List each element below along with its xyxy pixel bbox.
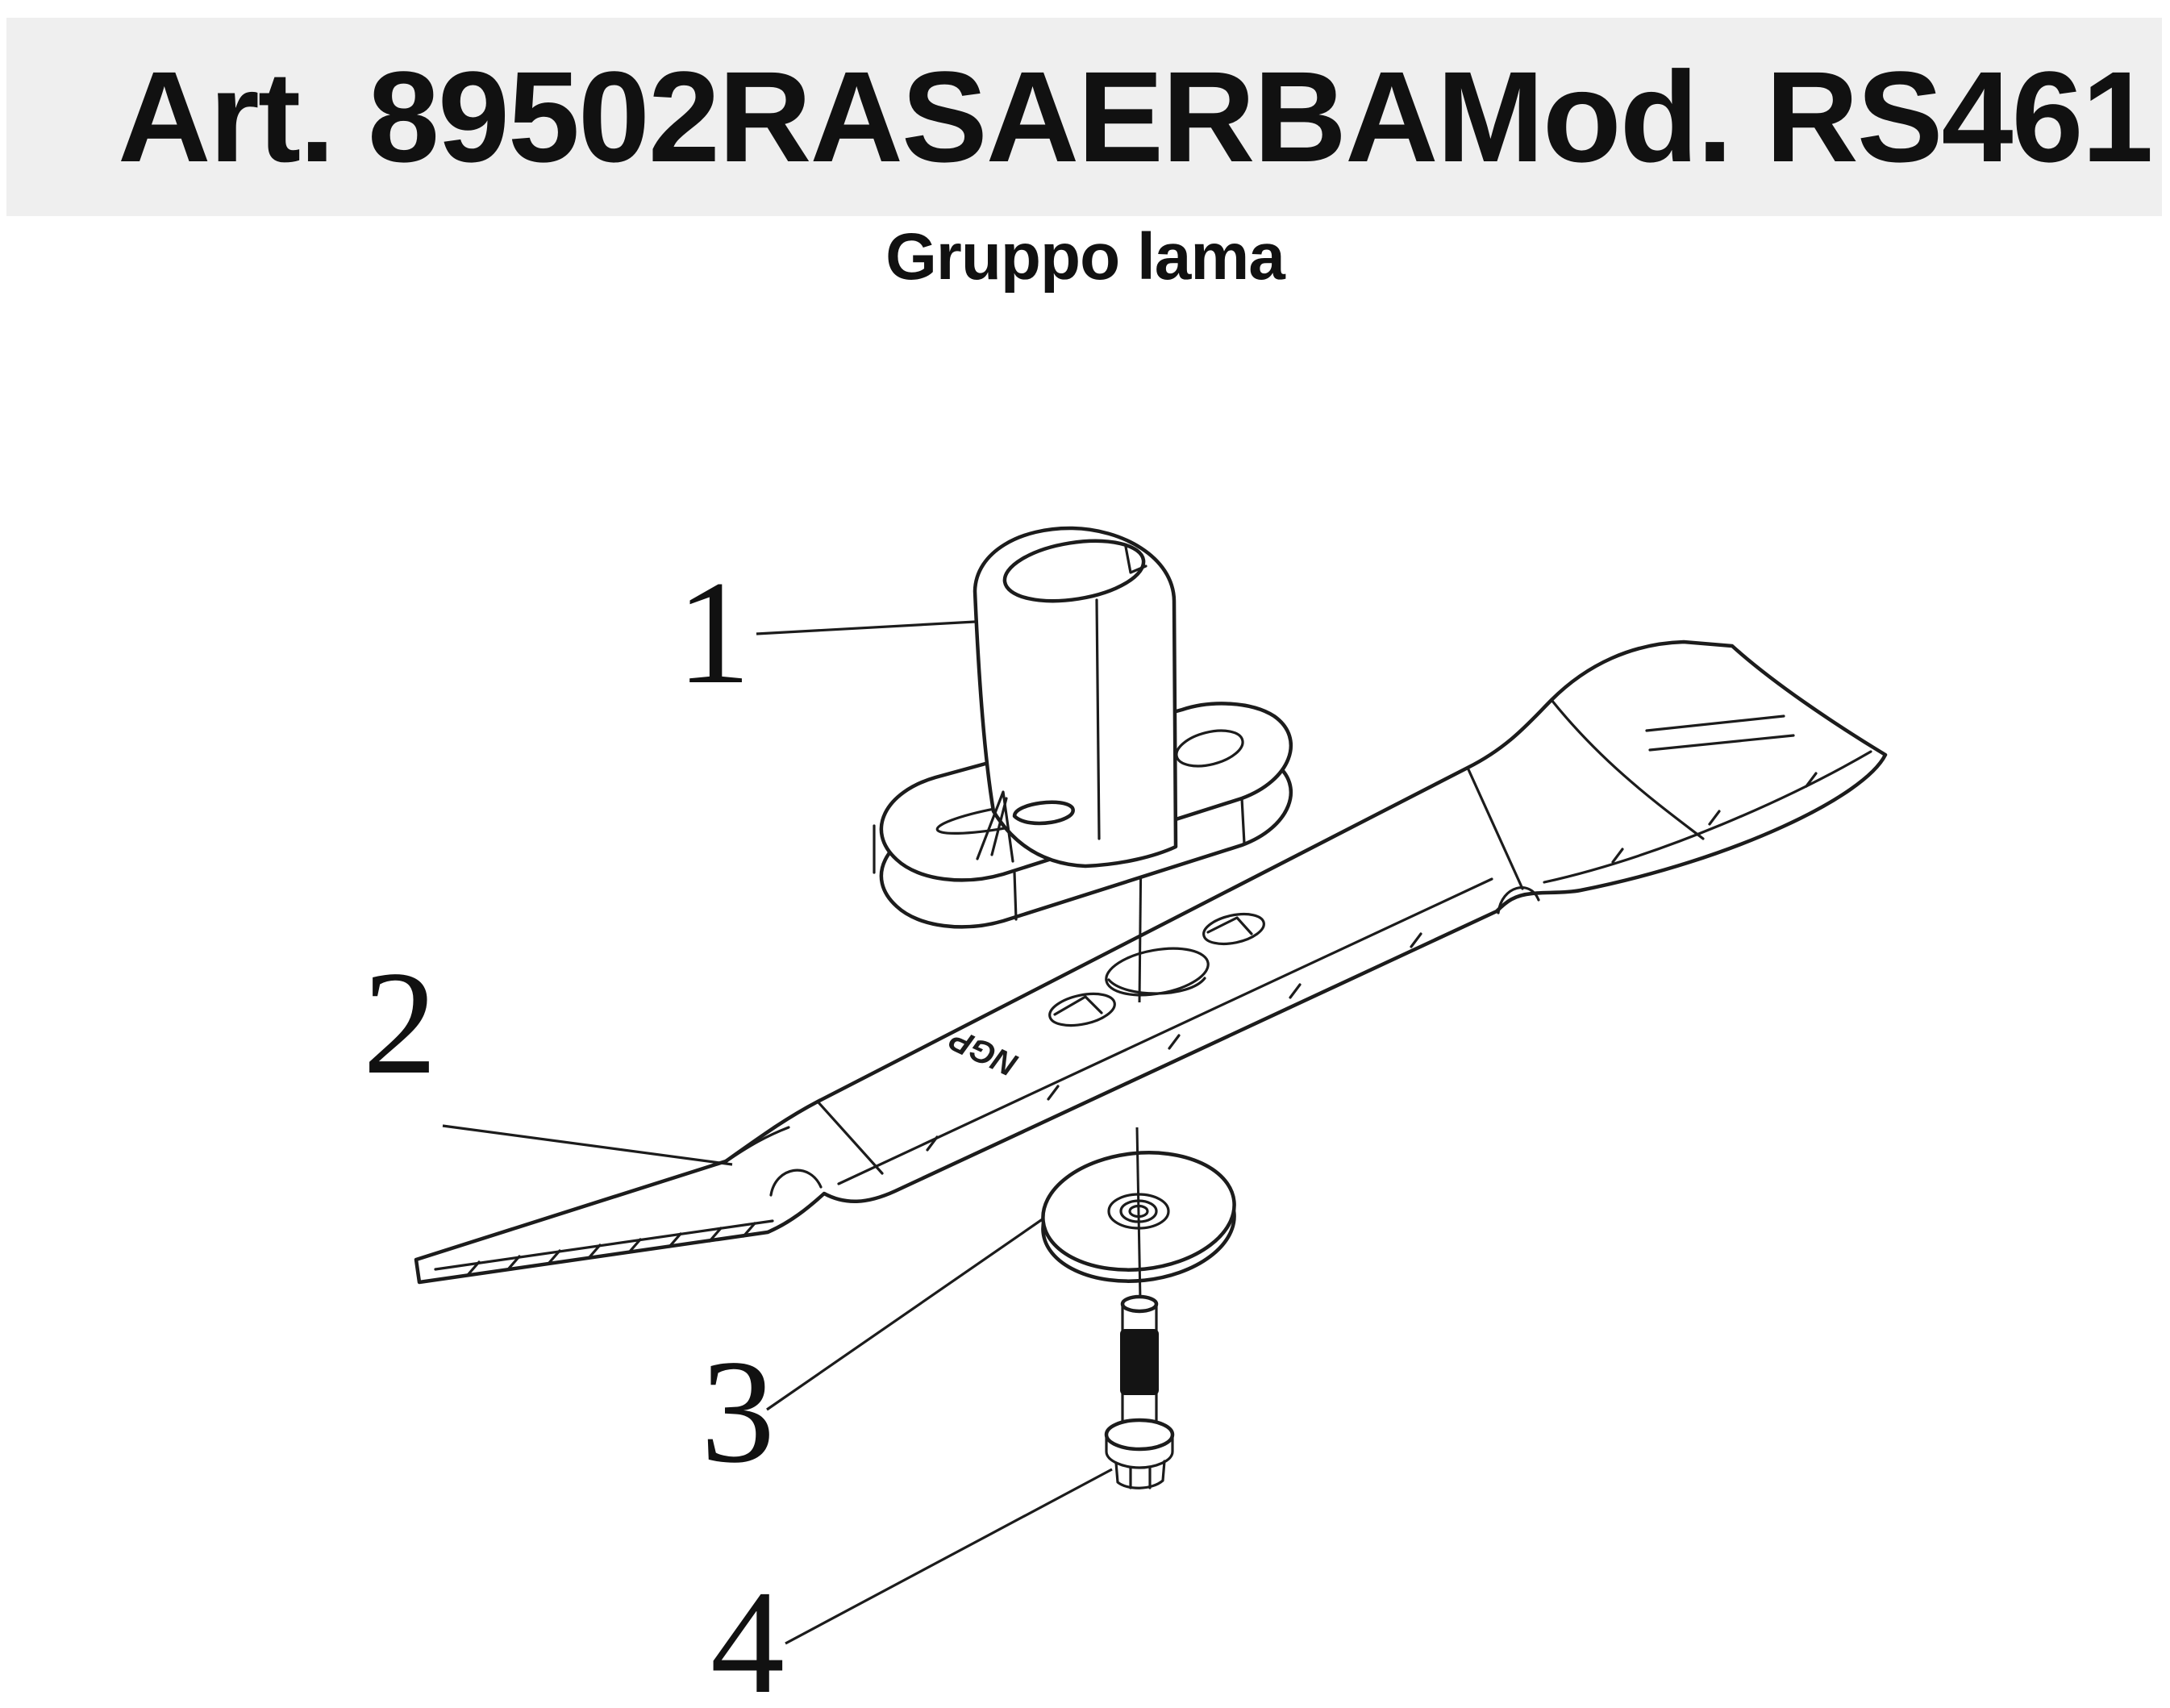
bolt-head-flange — [1104, 1418, 1175, 1452]
adapter-drive-pins — [976, 790, 1075, 863]
blade-wing-bevel-hatches — [1611, 772, 1818, 864]
blade-center-bevel-hatches — [926, 932, 1422, 1152]
leader-line-4 — [785, 1468, 1113, 1645]
adapter-bore-opening — [1002, 539, 1146, 603]
product-name: RASAERBA — [718, 44, 1439, 189]
header-bar: Art. 89502 RASAERBA Mod. RS461 — [6, 18, 2162, 216]
adapter-flange-seam-right — [1240, 797, 1246, 845]
blade-part-drawing: NGP — [414, 639, 1888, 1285]
adapter-keyway — [1124, 545, 1147, 574]
part-label-1: 1 — [677, 550, 751, 714]
blade-left-fold-crease — [816, 1100, 884, 1175]
blade-side-hole-left — [1048, 992, 1116, 1027]
blade-center-bevel-line — [837, 877, 1493, 1185]
blade-left-fold-inner — [723, 1126, 790, 1164]
blade-center-hole — [1105, 947, 1210, 997]
assembly-axis-line-lower — [1135, 1127, 1142, 1301]
blade-right-fold-crease — [1466, 766, 1524, 890]
bolt-drawing — [1104, 1294, 1175, 1489]
part-label-2: 2 — [363, 940, 437, 1105]
diagram-title: Gruppo lama — [885, 220, 1285, 294]
blade-side-hole-right — [1202, 912, 1265, 946]
blade-left-step-arch — [769, 1169, 823, 1197]
bolt-thread — [1120, 1329, 1159, 1395]
part-label-3: 3 — [701, 1329, 775, 1493]
bolt-hex — [1114, 1460, 1166, 1489]
blade-right-step-arch — [1497, 886, 1540, 914]
blade-wing-bevel-line — [1543, 750, 1872, 884]
adapter-cylinder — [973, 526, 1178, 869]
blade-wing-crease — [1550, 698, 1705, 840]
adapter-bore-edge — [1095, 598, 1101, 840]
blade-fin-crease-2 — [1648, 734, 1795, 752]
bolt-tip — [1120, 1294, 1159, 1314]
leader-line-2 — [442, 1124, 733, 1166]
blade-fin-crease-1 — [1645, 714, 1785, 732]
blade-outline — [414, 639, 1888, 1285]
blade-adapter-drawing — [873, 526, 1293, 929]
leader-line-1 — [756, 620, 976, 635]
model-number: Mod. RS461 — [1436, 44, 2154, 189]
blade-left-bevel-hatches — [466, 1222, 756, 1277]
leader-line-3 — [766, 1217, 1044, 1411]
article-number: Art. 89502 — [118, 44, 720, 189]
blade-left-bevel-line — [434, 1219, 774, 1271]
bolt-head-flange-side — [1105, 1435, 1174, 1469]
adapter-flange-seam-mid — [1013, 871, 1018, 921]
part-label-4: 4 — [710, 1560, 785, 1708]
